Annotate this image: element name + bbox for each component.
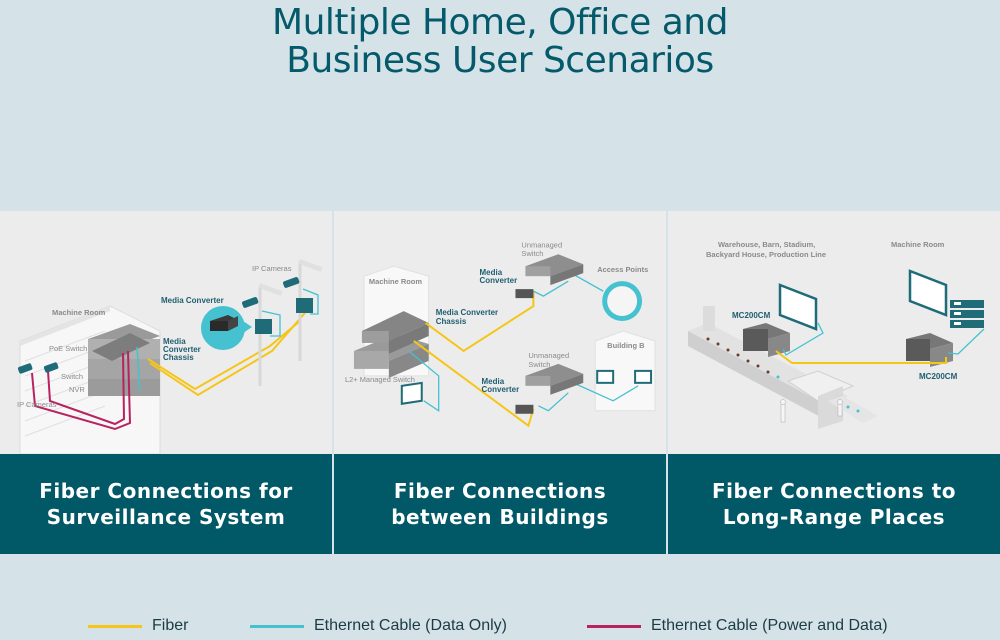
legend-item-ethernet-data: Ethernet Cable (Data Only) [250,617,507,635]
buildings-illustration: Machine Room Media Converter Chassis L2+… [334,211,666,454]
chassis-label-2: Chassis [436,317,467,326]
nvr-label: NVR [69,385,85,394]
caption-line-2: Long-Range Places [722,505,946,529]
surveillance-illustration: Machine Room PoE Switch Switch NVR IP Ca… [0,211,332,454]
surveillance-diagram: Machine Room PoE Switch Switch NVR IP Ca… [17,259,323,454]
ethernet-data-line-icon [250,624,304,628]
long-range-diagram: Warehouse, Barn, Stadium, Backyard House… [688,240,985,429]
legend: Fiber Ethernet Cable (Data Only) Etherne… [0,617,1000,639]
machine-room-label: Machine Room [891,240,945,249]
legend-item-fiber: Fiber [88,617,188,635]
caption-line-2: between Buildings [391,505,609,529]
chassis-label-2: Converter [163,345,201,354]
mc200cm-right-icon [906,333,953,367]
mc200cm-left-label: MC200CM [732,311,771,320]
machine-room-label: Machine Room [369,277,422,286]
title-line-2: Business User Scenarios [286,40,714,81]
chassis-label-3: Chassis [163,353,194,362]
switch-label: Switch [61,372,83,381]
unmanaged-top-label-1: Unmanaged [521,240,562,249]
machine-room-label: Machine Room [52,308,106,317]
title-line-1: Multiple Home, Office and [272,2,728,43]
ethernet-power-line-icon [587,624,641,628]
panel-surveillance: Machine Room PoE Switch Switch NVR IP Ca… [0,211,332,554]
scenario-panels: Machine Room PoE Switch Switch NVR IP Ca… [0,211,1000,554]
chassis-switch-icon [353,311,429,378]
caption-between-buildings: Fiber Connections between Buildings [334,454,666,554]
mc-top-label-2: Converter [480,276,518,285]
long-range-illustration: Warehouse, Barn, Stadium, Backyard House… [668,211,1000,454]
media-converter-label: Media Converter [161,296,224,305]
panel-long-range: Warehouse, Barn, Stadium, Backyard House… [668,211,1000,554]
ip-camera-icon [17,362,59,374]
unmanaged-switch-icon [525,254,584,395]
worker-icon [780,399,843,423]
panel-between-buildings: Machine Room Media Converter Chassis L2+… [334,211,666,554]
building-b-monitors-icon [596,369,653,384]
building-b-label: Building B [607,341,645,350]
media-converter-icon [515,289,534,414]
buildings-diagram: Machine Room Media Converter Chassis L2+… [345,240,656,428]
places-label-1: Warehouse, Barn, Stadium, [718,240,815,249]
legend-label: Ethernet Cable (Power and Data) [651,617,888,634]
caption-long-range: Fiber Connections to Long-Range Places [668,454,1000,554]
production-line-icon [688,306,878,429]
caption-line-1: Fiber Connections [393,479,607,503]
poe-switch-label: PoE Switch [49,344,87,353]
legend-label: Ethernet Cable (Data Only) [314,617,507,634]
fiber-line-icon [88,624,142,628]
monitor-icon [778,269,948,331]
access-points-label: Access Points [597,265,648,274]
camera-pole-icon [242,259,323,386]
ip-cameras-right-label: IP Cameras [252,264,292,273]
monitor-icon [400,381,423,405]
legend-item-ethernet-power: Ethernet Cable (Power and Data) [587,617,888,635]
page-title: Multiple Home, Office and Business User … [0,4,1000,80]
access-point-icon [602,281,643,322]
chassis-label-1: Media Converter [436,308,498,317]
chassis-label-1: Media [163,337,186,346]
caption-line-1: Fiber Connections to [711,479,957,503]
unmanaged-bottom-label-2: Switch [528,360,550,369]
unmanaged-top-label-2: Switch [521,249,543,258]
places-label-2: Backyard House, Production Line [706,250,826,259]
mc-top-label-1: Media [480,268,503,277]
ip-cameras-left-label: IP Cameras [17,400,57,409]
legend-label: Fiber [152,617,189,634]
mc200cm-right-label: MC200CM [919,372,958,381]
unmanaged-bottom-label-1: Unmanaged [528,351,569,360]
mc-bottom-label-2: Converter [482,385,520,394]
l2-switch-label: L2+ Managed Switch [345,375,415,384]
caption-line-2: Surveillance System [46,505,286,529]
media-converter-callout-icon [201,306,252,350]
caption-surveillance: Fiber Connections for Surveillance Syste… [0,454,332,554]
server-rack-icon [950,300,984,328]
building-b-icon [594,330,656,412]
mc-bottom-label-1: Media [482,377,505,386]
caption-line-1: Fiber Connections for [39,479,293,503]
